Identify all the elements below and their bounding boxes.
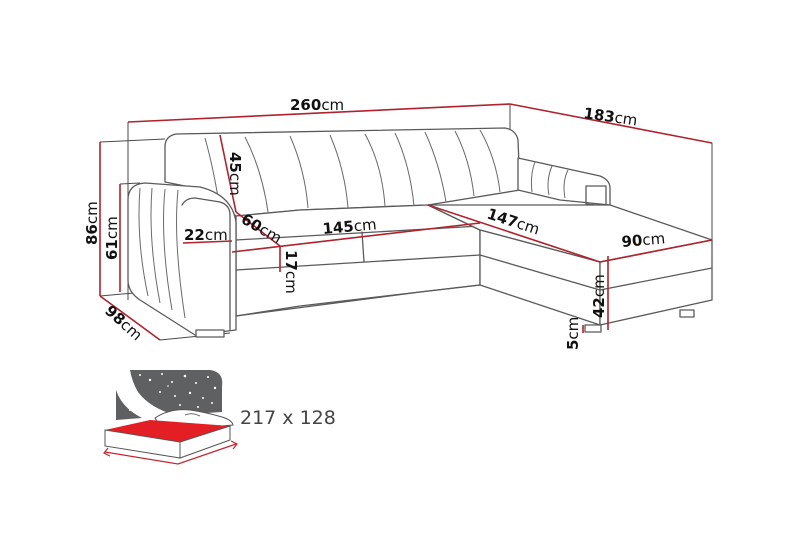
label-leg-height: 5cm [564,317,582,350]
dimension-labels: 260cm 183cm 86cm 61cm 98cm 45cm 60cm 22c… [83,96,666,350]
label-seat-cushion-height: 17cm [282,250,300,294]
label-armrest-width: 22cm [184,226,228,244]
night-sky-icon [130,370,223,415]
backrest-ribs [204,129,501,213]
bed-icon: 217 x 128 [103,370,336,465]
stars [123,373,217,411]
label-chaise-height: 42cm [590,274,608,318]
label-seat-width: 145cm [322,215,378,238]
label-total-height: 86cm [83,201,101,245]
label-chaise-width: 90cm [621,229,666,251]
sofa-drawing [127,127,713,338]
mattress-top [105,420,230,442]
dimension-lines [99,103,713,341]
label-total-width: 260cm [290,96,344,114]
label-armrest-height: 61cm [103,216,121,260]
sleeping-area-size: 217 x 128 [240,407,336,429]
label-backrest-height: 45cm [226,152,244,196]
label-chaise-length: 183cm [582,104,638,129]
left-armrest [127,182,237,336]
label-depth: 98cm [101,302,146,345]
